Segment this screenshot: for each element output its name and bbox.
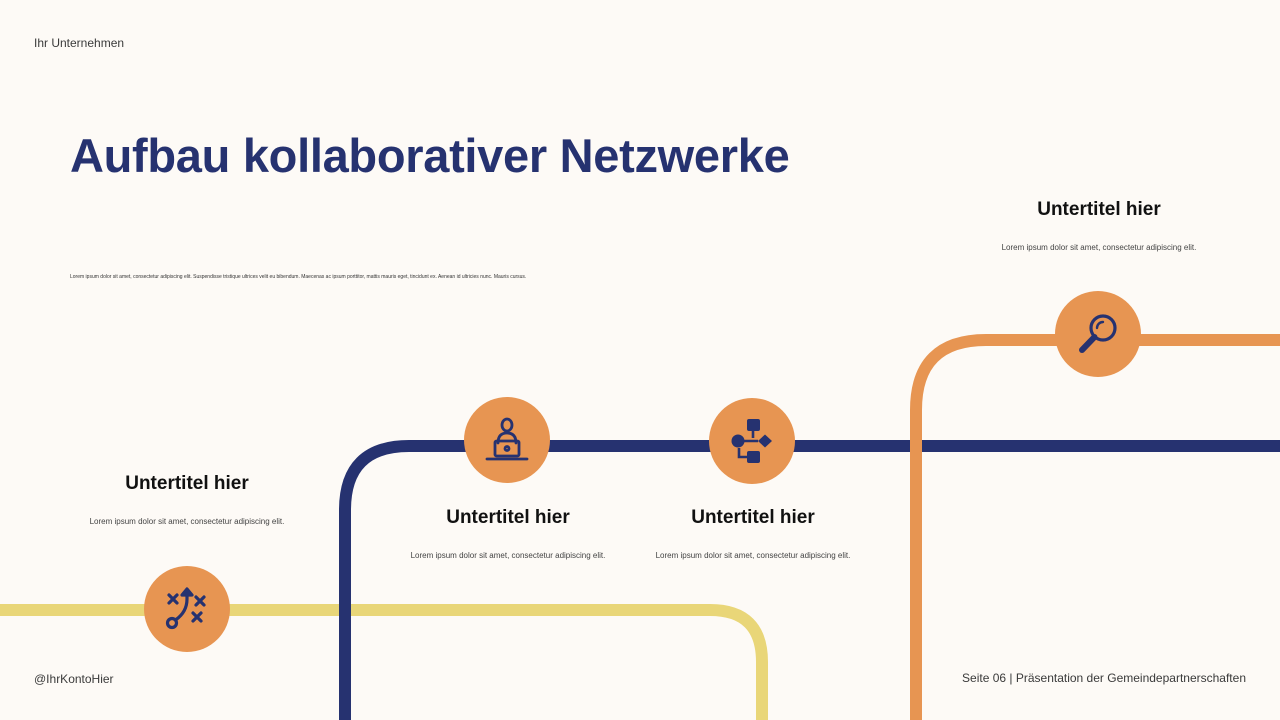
magnifier-icon xyxy=(1079,314,1117,353)
laptop-user-node xyxy=(464,397,550,483)
page-title: Aufbau kollaborativer Netzwerke xyxy=(70,129,790,182)
step-text: Lorem ipsum dolor sit amet, consectetur … xyxy=(1001,243,1197,252)
orange-line xyxy=(910,334,1280,720)
flowchart-node xyxy=(709,398,795,484)
step-subtitle: Untertitel hier xyxy=(691,507,815,528)
navy-line xyxy=(339,440,1280,720)
step-subtitle: Untertitel hier xyxy=(1037,199,1161,220)
step-block-2: Untertitel hier Lorem ipsum dolor sit am… xyxy=(388,507,628,560)
laptop-user-icon xyxy=(485,417,529,461)
magnifier-node xyxy=(1055,291,1141,377)
footer-account: @IhrKontoHier xyxy=(34,672,114,686)
step-subtitle: Untertitel hier xyxy=(125,473,249,494)
step-text: Lorem ipsum dolor sit amet, consectetur … xyxy=(655,551,851,560)
footer-page-info: Seite 06 | Präsentation der Gemeindepart… xyxy=(962,671,1246,685)
step-block-1: Untertitel hier Lorem ipsum dolor sit am… xyxy=(67,473,307,526)
intro-text: Lorem ipsum dolor sit amet, consectetur … xyxy=(70,274,527,280)
step-text: Lorem ipsum dolor sit amet, consectetur … xyxy=(410,551,606,560)
yellow-line xyxy=(0,604,768,720)
strategy-node xyxy=(144,566,230,652)
step-subtitle: Untertitel hier xyxy=(446,507,570,528)
step-block-3: Untertitel hier Lorem ipsum dolor sit am… xyxy=(633,507,873,560)
step-block-4: Untertitel hier Lorem ipsum dolor sit am… xyxy=(979,199,1219,252)
company-name: Ihr Unternehmen xyxy=(34,36,125,50)
step-text: Lorem ipsum dolor sit amet, consectetur … xyxy=(89,517,285,526)
flowchart-icon xyxy=(731,419,772,463)
strategy-icon xyxy=(165,587,206,630)
